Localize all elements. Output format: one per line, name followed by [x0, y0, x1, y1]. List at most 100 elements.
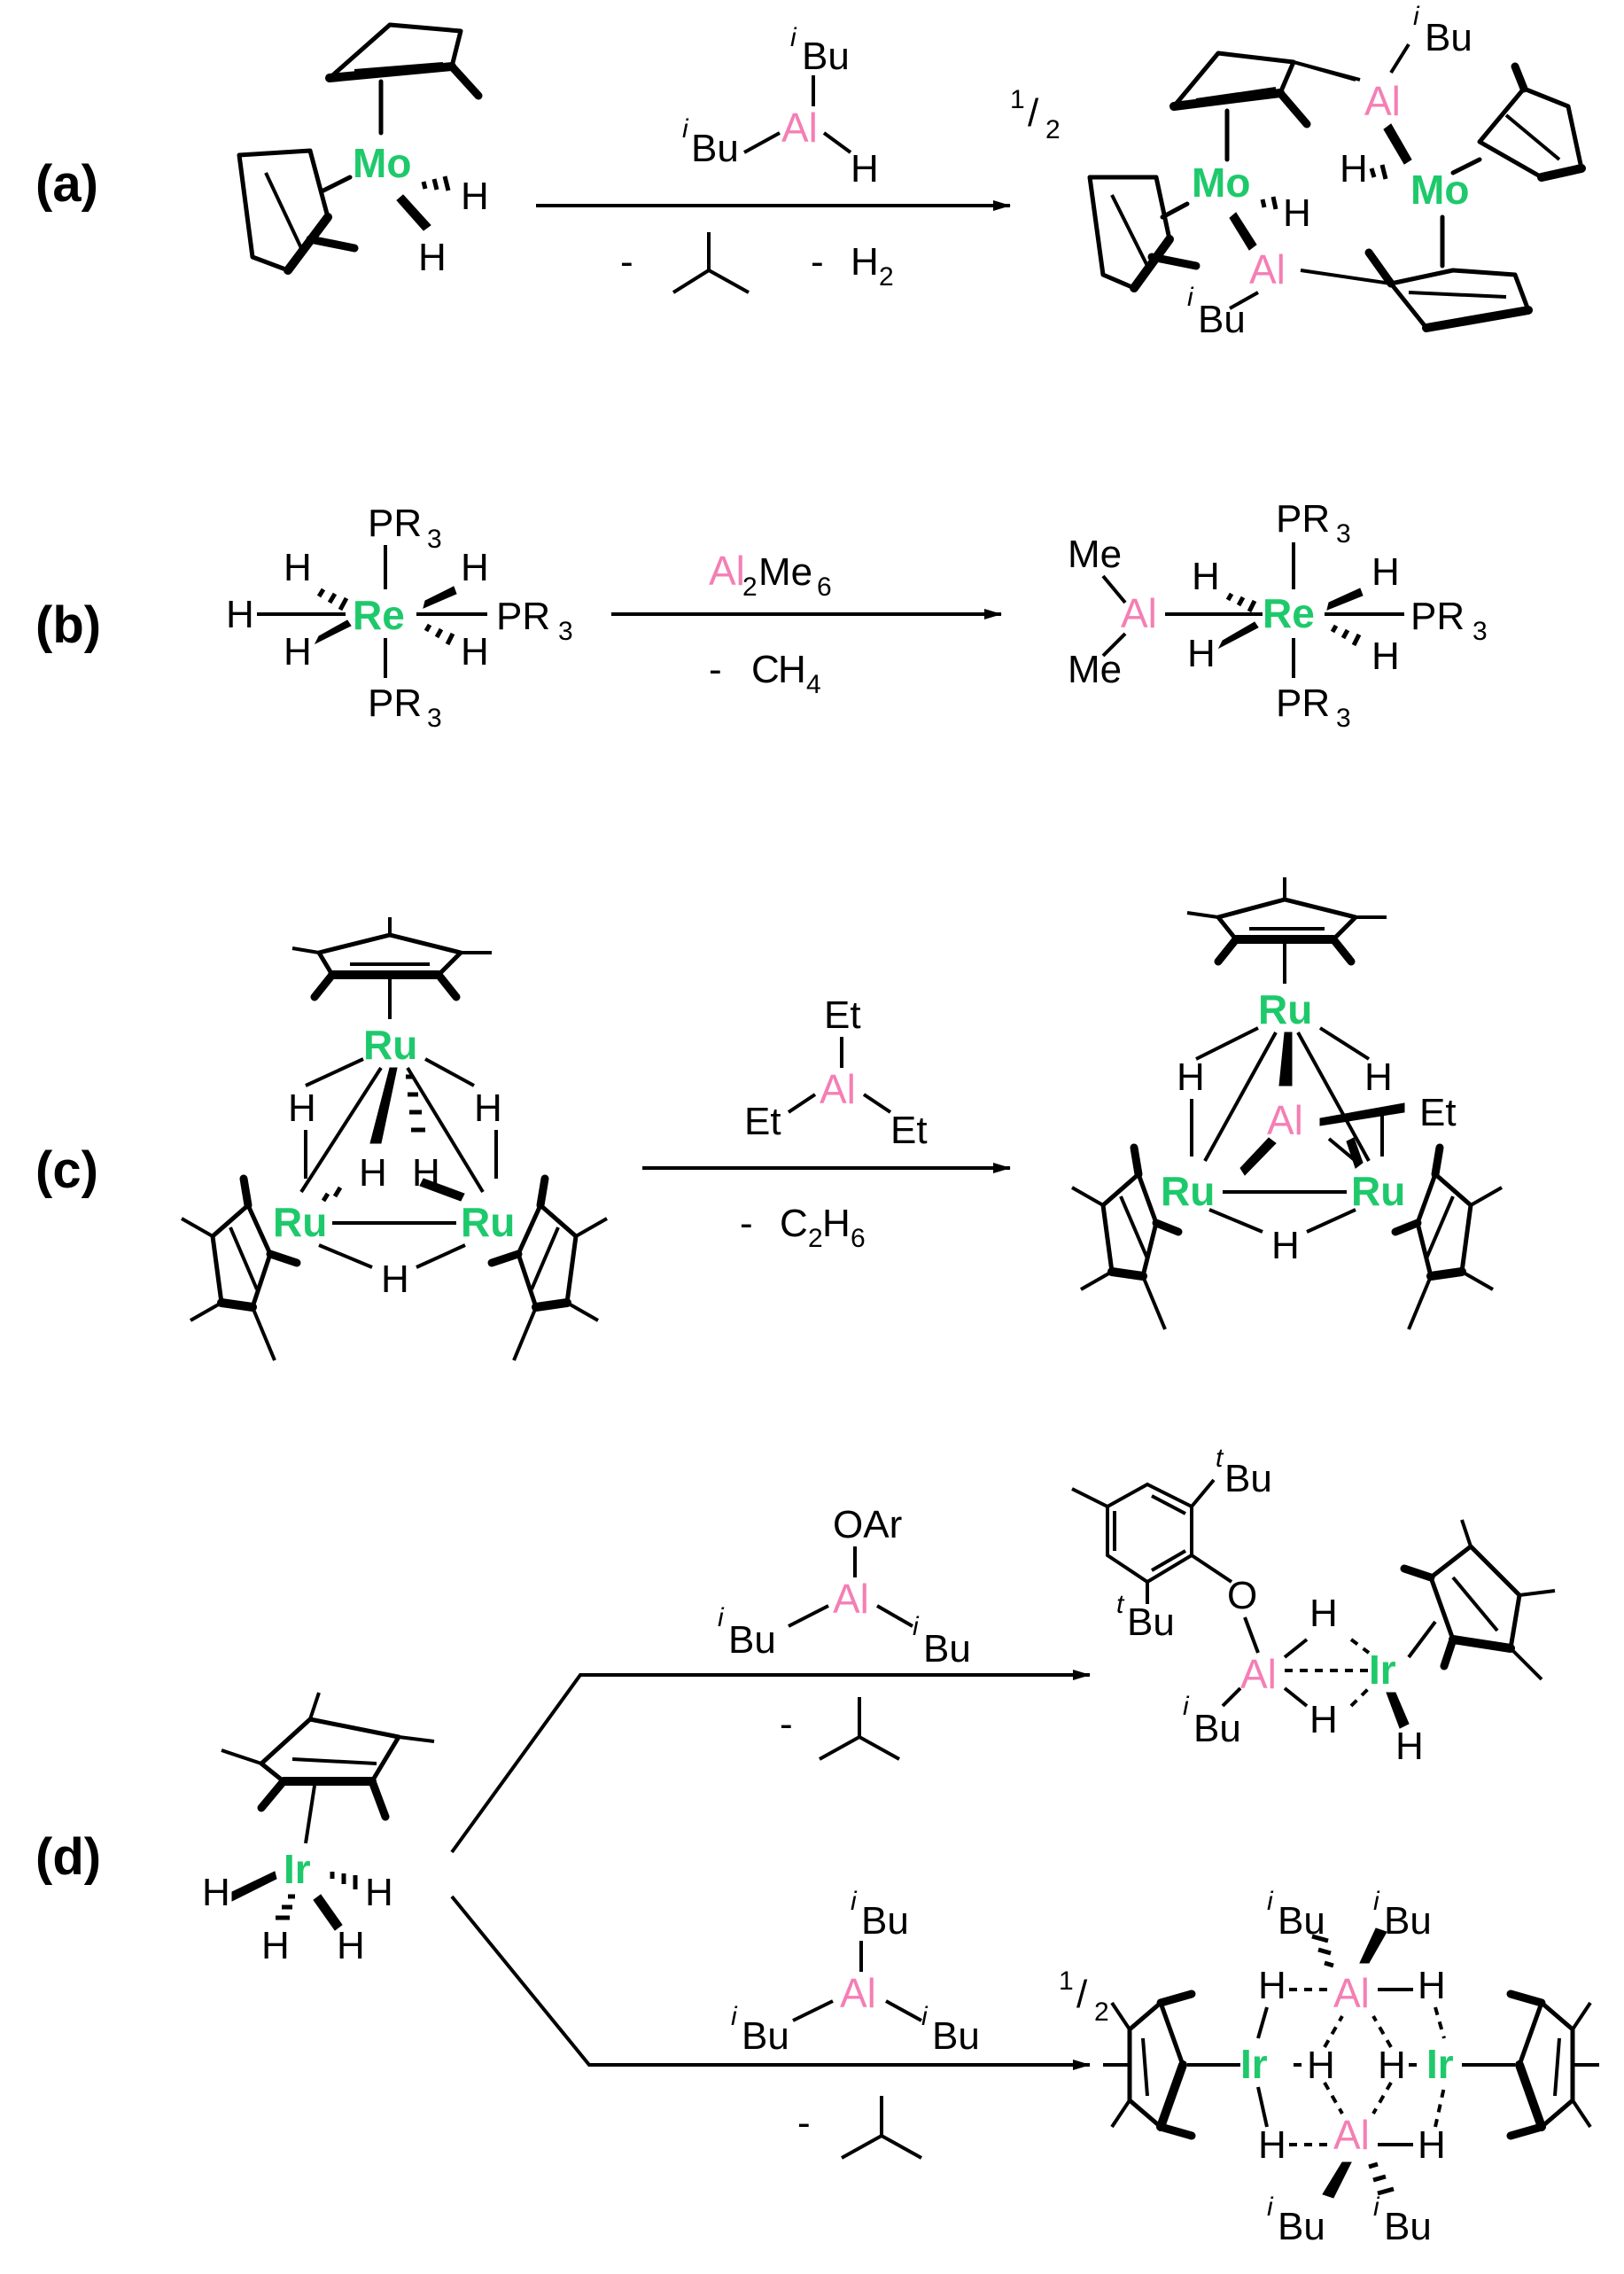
panel-c: (c) Ru H H H H Ru R — [35, 877, 1503, 1361]
product-d2: 1 / 2 Ir Ir Al Al H H — [1059, 1887, 1599, 2248]
product-c: Ru H H Al Et Ru Ru H — [1071, 877, 1503, 1330]
svg-text:PR: PR — [1410, 595, 1465, 638]
svg-text:-: - — [709, 648, 722, 691]
svg-text:Bu: Bu — [1193, 1707, 1241, 1750]
svg-text:1: 1 — [1010, 85, 1025, 114]
al-atom-p-d2-top: Al — [1333, 1970, 1370, 2016]
svg-text:H: H — [284, 546, 312, 589]
svg-text:H: H — [461, 175, 489, 218]
svg-text:H: H — [418, 236, 447, 279]
svg-text:Bu: Bu — [1384, 2205, 1432, 2248]
svg-text:2: 2 — [808, 1224, 823, 1253]
mo-h-hash — [421, 175, 451, 191]
isobutane-d1 — [819, 1734, 900, 1761]
cp-star-right — [516, 1203, 579, 1310]
svg-text:6: 6 — [851, 1224, 866, 1253]
svg-text:Bu: Bu — [861, 1899, 909, 1943]
svg-text:3: 3 — [1472, 617, 1488, 646]
svg-text:PR: PR — [1276, 497, 1330, 541]
ru-atom-p-left: Ru — [1161, 1168, 1215, 1214]
svg-text:i: i — [1373, 2192, 1380, 2222]
svg-text:Bu: Bu — [1425, 16, 1472, 59]
svg-text:H: H — [1418, 1964, 1446, 2007]
svg-text:Bu: Bu — [932, 2014, 980, 2058]
svg-text:2: 2 — [879, 262, 894, 292]
reagent-ibu2al-oar: OAr Al i Bu i Bu — [718, 1503, 971, 1670]
svg-text:PR: PR — [496, 595, 550, 638]
svg-text:i: i — [731, 2002, 738, 2031]
svg-text:t: t — [1116, 1590, 1125, 1619]
svg-text:-: - — [811, 240, 824, 284]
svg-text:Bu: Bu — [691, 127, 739, 170]
svg-text:H: H — [284, 630, 312, 674]
al-atom-p-d2-bottom: Al — [1333, 2112, 1370, 2158]
al-atom-d2: Al — [840, 1970, 876, 2016]
panel-label-c: (c) — [35, 1141, 98, 1199]
svg-text:H: H — [1309, 1592, 1338, 1635]
svg-text:i: i — [1267, 1887, 1274, 1916]
svg-text:6: 6 — [817, 572, 832, 602]
reagent-aet3: Et Al Et Et — [744, 993, 928, 1152]
svg-text:Bu: Bu — [1384, 1899, 1432, 1943]
al-atom-c: Al — [820, 1066, 856, 1112]
product-d1: t Bu t Bu O Al i Bu H H Ir H — [1071, 1444, 1556, 1768]
svg-text:Me: Me — [1068, 533, 1122, 576]
mo-atom-p2: Mo — [1410, 167, 1469, 213]
svg-text:H: H — [778, 648, 806, 691]
svg-text:Et: Et — [744, 1100, 781, 1143]
isobutane-d2 — [841, 2133, 922, 2160]
cp-star-p-d2-right — [1517, 2000, 1575, 2130]
ru-atom-left: Ru — [273, 1199, 327, 1245]
svg-text:H: H — [288, 1086, 316, 1130]
svg-text:/: / — [1028, 91, 1039, 135]
svg-text:H: H — [1192, 555, 1220, 598]
svg-text:H: H — [1371, 550, 1400, 594]
svg-text:H: H — [851, 147, 879, 191]
svg-text:Bu: Bu — [1224, 1457, 1272, 1500]
svg-text:H: H — [822, 1202, 851, 1245]
svg-text:H: H — [261, 1924, 290, 1967]
svg-text:H: H — [337, 1924, 365, 1967]
al-atom-d1: Al — [833, 1576, 869, 1622]
panel-label-a: (a) — [35, 155, 98, 213]
svg-text:i: i — [921, 2002, 929, 2031]
svg-text:H: H — [461, 630, 489, 674]
svg-text:Me: Me — [758, 550, 812, 594]
svg-text:H: H — [1258, 1964, 1286, 2007]
svg-text:i: i — [790, 23, 797, 52]
svg-text:/: / — [1076, 1973, 1088, 2016]
svg-text:t: t — [1216, 1444, 1224, 1473]
svg-text:4: 4 — [806, 670, 821, 699]
reactant-cp3ru3h5: Ru H H H H Ru Ru H — [181, 917, 608, 1361]
svg-text:-: - — [780, 1702, 793, 1746]
cp-star-left — [210, 1203, 273, 1310]
al2me6-al: Al — [709, 548, 745, 594]
svg-text:H: H — [461, 546, 489, 589]
cp-star-p-left — [1100, 1172, 1159, 1279]
svg-text:3: 3 — [558, 617, 573, 646]
svg-text:O: O — [1227, 1574, 1257, 1617]
ru-atom-p-top: Ru — [1258, 986, 1312, 1032]
svg-text:3: 3 — [1336, 519, 1351, 549]
mo-atom: Mo — [353, 140, 411, 186]
svg-text:H: H — [1283, 191, 1311, 235]
svg-text:H: H — [1340, 147, 1368, 191]
product-b: Me Al Me H H PR 3 Re H PR 3 H PR 3 — [1068, 497, 1488, 733]
svg-text:H: H — [474, 1086, 502, 1130]
svg-text:Bu: Bu — [728, 1618, 776, 1662]
svg-text:3: 3 — [1336, 704, 1351, 733]
ru-atom-right: Ru — [461, 1199, 515, 1245]
reactant-reh5-pr3-3: PR 3 H H H Re H PR 3 H PR 3 — [226, 502, 573, 733]
svg-text:H: H — [1418, 2123, 1446, 2167]
cp-star-p-d2-left — [1127, 2000, 1185, 2130]
svg-text:H: H — [1309, 1698, 1338, 1741]
svg-text:i: i — [1187, 283, 1194, 312]
arrow-d-lower — [450, 1895, 1091, 2070]
cp-ring-p4 — [1388, 268, 1531, 331]
cp-star-top — [316, 932, 463, 977]
aryl-ring — [1106, 1482, 1193, 1585]
svg-text:H: H — [1371, 635, 1400, 678]
svg-text:i: i — [1183, 1692, 1190, 1721]
svg-text:-: - — [620, 240, 633, 284]
svg-text:Bu: Bu — [1278, 2205, 1325, 2248]
